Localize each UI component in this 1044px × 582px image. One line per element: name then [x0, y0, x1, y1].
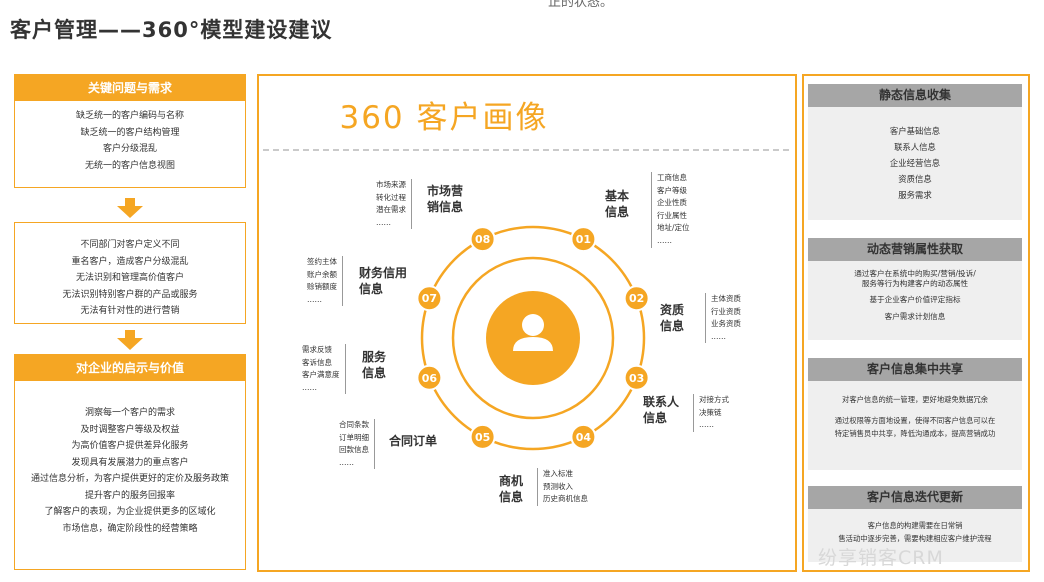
svg-text:02: 02	[629, 292, 644, 305]
marketing-info-label: 市场营销信息	[427, 184, 464, 214]
contract-order-label: 合同订单	[389, 434, 438, 448]
customer-360-diagram: 01 02 03 04 05 06 07 08	[263, 149, 791, 451]
info-iteration-list: 客户信息的构建需要在日常销售活动中逐步完善，需要构建相应客户维护流程	[838, 521, 992, 543]
list-item: 客户分级混乱	[102, 144, 157, 154]
key-issues-list: 缺乏统一的客户编码与名称 缺乏统一的客户结构管理 客户分级混乱 无统一的客户信息…	[15, 101, 245, 174]
dynamic-attributes-list: 通过客户在系统中的购买/营销/投诉/服务等行为构建客户的动态属性基于企业客户价值…	[854, 269, 976, 321]
inner-ring	[451, 256, 615, 420]
node-badge: 03	[623, 364, 650, 391]
service-info-label: 服务信息	[362, 350, 387, 380]
marketing-info-items: 市场来源转化过程潜在需求……	[376, 179, 412, 230]
service-info-items: 需求反馈客诉信息客户满意度……	[302, 344, 346, 395]
svg-text:07: 07	[422, 292, 437, 305]
down-arrow-icon	[117, 330, 143, 350]
basic-info-label: 基本信息	[605, 189, 630, 219]
opportunity-info-items: 准入标准预测收入历史商机信息	[537, 468, 588, 506]
list-item: 提升客户的服务回报率	[84, 490, 175, 501]
list-item: 无法有针对性的进行营销	[80, 306, 180, 316]
key-issues-box: 关键问题与需求 缺乏统一的客户编码与名称 缺乏统一的客户结构管理 客户分级混乱 …	[14, 74, 246, 188]
basic-info-items: 工商信息客户等级企业性质行业属性地址/定位……	[651, 172, 690, 248]
watermark: 纷享销客CRM	[818, 547, 944, 569]
info-iteration-section: 客户信息迭代更新 客户信息的构建需要在日常销售活动中逐步完善，需要构建相应客户维…	[808, 486, 1022, 562]
list-item: 及时调整客户等级及权益	[80, 424, 180, 435]
qualification-info-items: 主体资质行业资质业务资质……	[705, 293, 741, 344]
customer-360-title: 360 客户画像	[339, 100, 549, 136]
finance-credit-label: 财务信用信息	[359, 266, 408, 296]
list-item: 重名客户，造成客户分级混乱	[71, 256, 189, 267]
key-issues-header: 关键问题与需求	[15, 75, 245, 101]
outer-ring	[420, 225, 646, 451]
list-item: 洞察每一个客户的需求	[84, 408, 175, 418]
list-item: 缺乏统一的客户结构管理	[80, 127, 180, 138]
node-badge: 02	[623, 285, 650, 312]
finance-credit-items: 签约主体账户余额赊销额度……	[307, 256, 343, 307]
opportunity-info-label: 商机信息	[499, 474, 524, 504]
static-info-list: 客户基础信息联系人信息企业经营信息资质信息服务需求	[889, 126, 941, 200]
info-sharing-section: 客户信息集中共享 对客户信息的统一管理，更好地避免数据冗余通过权限等方面地设置，…	[808, 358, 1022, 470]
list-item: 为高价值客户提供差异化服务	[71, 441, 189, 451]
svg-text:03: 03	[629, 372, 644, 385]
svg-text:08: 08	[475, 233, 490, 246]
info-sharing-header: 客户信息集中共享	[808, 358, 1022, 381]
problems-list: 不同部门对客户定义不同 重名客户，造成客户分级混乱 无法识别和管理高价值客户 无…	[15, 223, 245, 320]
node-badge: 05	[469, 423, 496, 450]
qualification-info-label: 资质信息	[660, 303, 685, 333]
contact-info-label: 联系人信息	[643, 395, 680, 425]
page-title: 客户管理——360°模型建设建议	[10, 18, 333, 42]
enterprise-value-header: 对企业的启示与价值	[15, 355, 245, 381]
list-item: 无统一的客户信息视图	[84, 160, 175, 171]
list-item: 市场信息，确定阶段性的经营策略	[62, 523, 198, 534]
svg-text:06: 06	[422, 372, 438, 385]
problems-box: 不同部门对客户定义不同 重名客户，造成客户分级混乱 无法识别和管理高价值客户 无…	[14, 222, 246, 324]
node-badge: 06	[416, 364, 443, 391]
list-item: 通过信息分析，为客户提供更好的定价及服务政策	[30, 474, 229, 484]
user-icon	[513, 314, 553, 351]
static-info-header: 静态信息收集	[808, 84, 1022, 107]
list-item: 不同部门对客户定义不同	[80, 240, 180, 250]
info-sharing-list: 对客户信息的统一管理，更好地避免数据冗余通过权限等方面地设置，使得不同客户信息可…	[834, 395, 996, 438]
contract-order-items: 合同条款订单明细回款信息……	[339, 419, 375, 470]
info-iteration-header: 客户信息迭代更新	[808, 486, 1022, 509]
contact-info-items: 对接方式决策链……	[693, 394, 729, 432]
node-badge: 07	[416, 285, 443, 312]
dynamic-attributes-section: 动态营销属性获取 通过客户在系统中的购买/营销/投诉/服务等行为构建客户的动态属…	[808, 238, 1022, 340]
list-item: 发现具有发展潜力的重点客户	[71, 457, 189, 468]
static-info-section: 静态信息收集 客户基础信息联系人信息企业经营信息资质信息服务需求	[808, 84, 1022, 220]
node-badge: 04	[570, 423, 597, 450]
down-arrow-icon	[117, 198, 143, 218]
svg-text:01: 01	[576, 233, 591, 246]
node-badge: 01	[570, 226, 597, 253]
svg-text:05: 05	[475, 431, 490, 444]
list-item: 无法识别和管理高价值客户	[75, 273, 184, 283]
right-panel: 静态信息收集 客户基础信息联系人信息企业经营信息资质信息服务需求 动态营销属性获…	[802, 74, 1030, 572]
enterprise-value-list: 洞察每一个客户的需求 及时调整客户等级及权益 为高价值客户提供差异化服务 发现具…	[15, 381, 245, 537]
list-item: 无法识别特别客户群的产品或服务	[62, 289, 198, 300]
enterprise-value-box: 对企业的启示与价值 洞察每一个客户的需求 及时调整客户等级及权益 为高价值客户提…	[14, 354, 246, 570]
svg-text:04: 04	[576, 431, 592, 444]
list-item: 缺乏统一的客户编码与名称	[75, 111, 184, 121]
node-badge: 08	[469, 226, 496, 253]
top-text-fragment: 正的状态。	[548, 0, 614, 10]
dynamic-attributes-header: 动态营销属性获取	[808, 238, 1022, 261]
list-item: 了解客户的表现，为企业提供更多的区域化	[44, 507, 216, 517]
customer-360-panel: 360 客户画像 01 02 03 04 05 06 07 08 基本信息 工商信息客户等级企…	[257, 74, 797, 572]
